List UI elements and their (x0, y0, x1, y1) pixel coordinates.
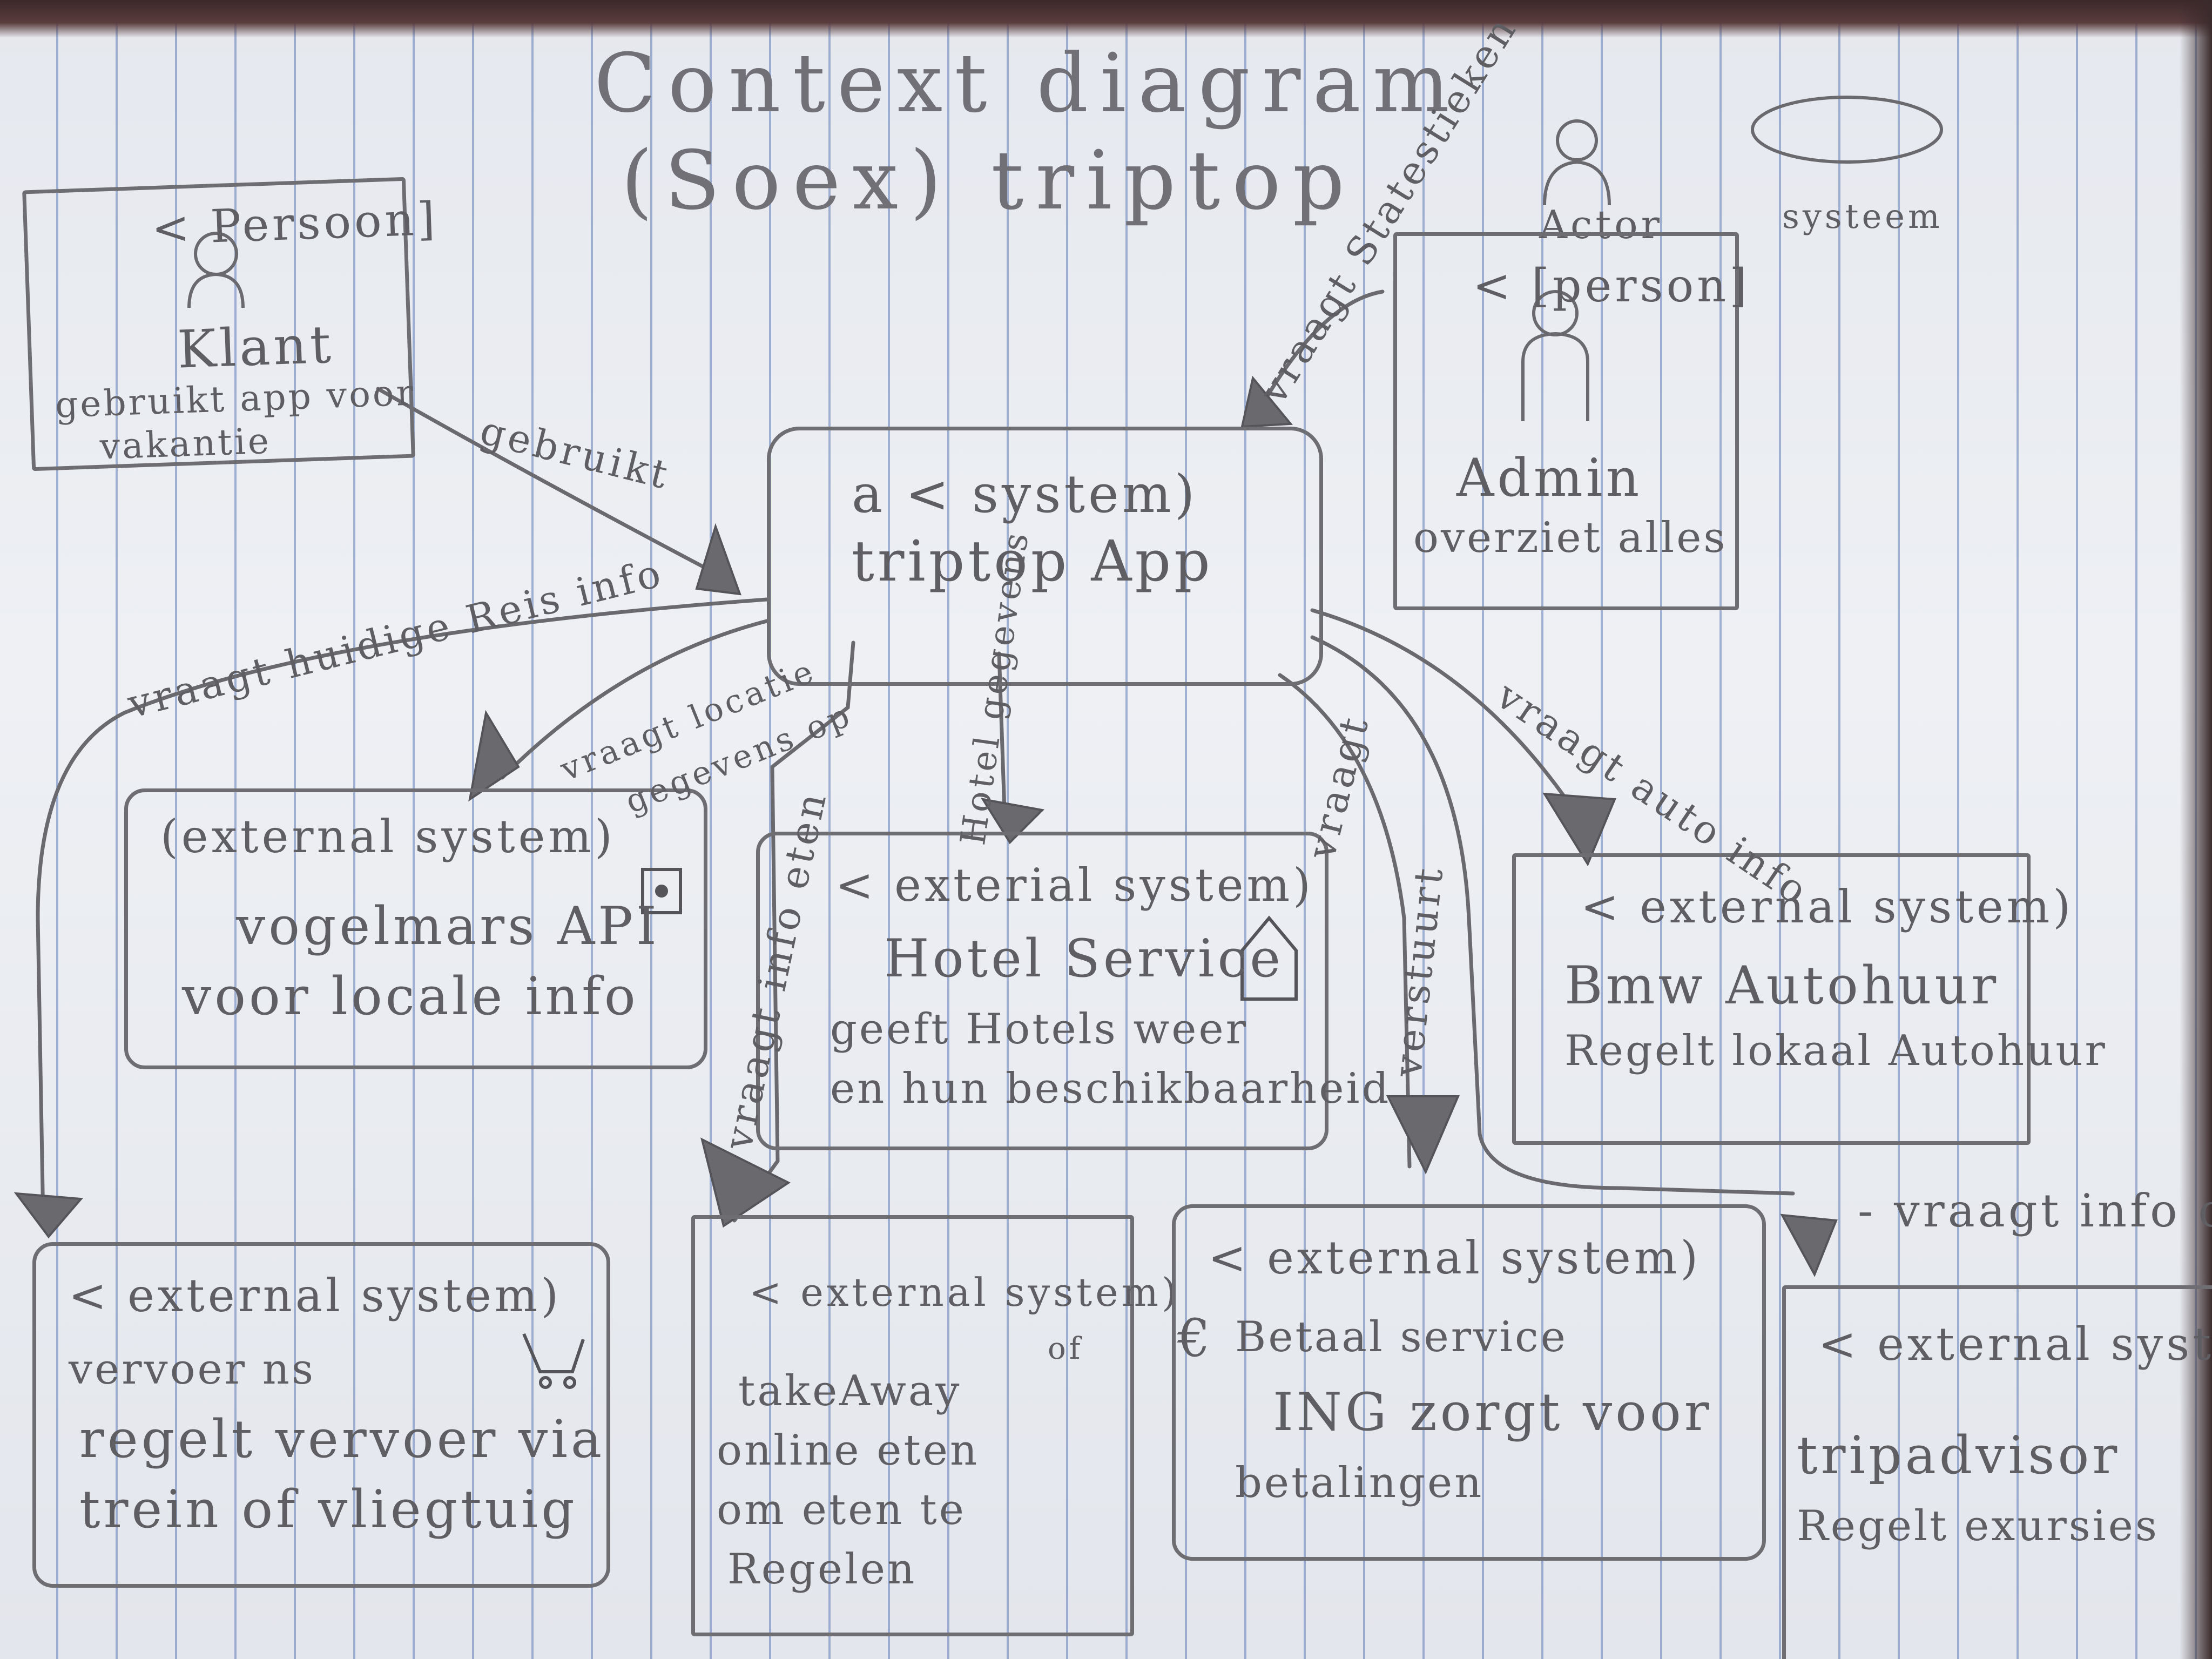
klant-stereotype: < Persoon] (151, 192, 439, 255)
vogelmars-stereotype: (external system) (160, 810, 616, 863)
takeaway-line-2: online eten (717, 1426, 980, 1475)
legend-system-ellipse (1751, 96, 1943, 164)
takeaway-line-4: Regelen (727, 1545, 917, 1594)
euro-symbol: € (1177, 1308, 1214, 1368)
arrowhead-gebruikt (695, 523, 741, 596)
arrowhead-reisinfo (14, 1192, 84, 1239)
admin-desc: overziet alles (1413, 514, 1728, 562)
klant-name: Klant (176, 314, 335, 380)
paper-right-edge (2180, 0, 2212, 1659)
paper-top-edge (0, 0, 2212, 38)
arrowhead-eten (700, 1137, 791, 1228)
betaal-stereotype: < external system) (1208, 1231, 1702, 1284)
klant-desc-1: gebruikt app voor (54, 372, 416, 426)
hotel-stereotype: < exterial system) (835, 859, 1314, 912)
takeaway-stereotype: < external system) (749, 1270, 1181, 1315)
tripadvisor-stereotype: < external system (1818, 1318, 2212, 1371)
takeaway-line-1: takeAway (738, 1367, 962, 1415)
betaal-line-3: betalingen (1235, 1459, 1484, 1507)
cart-icon (522, 1333, 585, 1373)
betaal-line-2: ING zorgt voor (1273, 1382, 1712, 1442)
legend-actor-label: Actor (1539, 202, 1663, 247)
klant-desc-2: vakantie (99, 420, 272, 468)
tripadvisor-line-1: tripadvisor (1797, 1425, 2121, 1486)
hotel-line-2: geeft Hotels weer (830, 1005, 1248, 1054)
edge-reisinfo-line (36, 597, 769, 1223)
legend-actor-body (1543, 160, 1611, 206)
ns-line-2: regelt vervoer via (79, 1409, 605, 1469)
ns-stereotype: < external system) (69, 1269, 562, 1322)
hotel-line-1: Hotel Service (884, 928, 1284, 989)
person-admin-box: < [person] Admin overziet alles (1393, 232, 1747, 610)
arrowhead-auto (1542, 792, 1616, 867)
edge-gebruikt-line (376, 387, 737, 585)
tripadvisor-line-2: Regelt exursies (1797, 1502, 2159, 1550)
external-betaal-box: < external system) Betaal service ING zo… (1172, 1204, 1766, 1561)
external-tripadvisor-box: < external system tripadvisor Regelt exu… (1782, 1285, 2212, 1659)
edge-label-infoop: - vraagt info op (1858, 1184, 2212, 1237)
edge-tripadvisor-line (1310, 635, 1795, 1196)
person-klant-box: < Persoon] Klant gebruikt app voor vakan… (22, 177, 439, 471)
edge-auto-line (1310, 608, 1590, 834)
external-hotel-box: < exterial system) Hotel Service geeft H… (756, 832, 1388, 1150)
ns-line-3: trein of vliegtuig (79, 1479, 578, 1540)
legend-system-label: systeem (1782, 197, 1943, 236)
phone-icon (641, 868, 682, 914)
edge-statistieken-line (1251, 289, 1385, 423)
legend-actor-head (1556, 119, 1598, 161)
external-autohuur-box: < external system) Bmw Autohuur Regelt l… (1512, 853, 2105, 1145)
admin-stereotype: < [person] (1473, 259, 1751, 312)
autohuur-line-2: Regelt lokaal Autohuur (1564, 1027, 2107, 1075)
ns-line-1: vervoer ns (69, 1345, 316, 1394)
edge-betaal-line (1278, 673, 1412, 1169)
hotel-line-3: en hun beschikbaarheid (830, 1064, 1391, 1113)
external-ns-box: < external system) vervoer ns regelt ver… (32, 1242, 610, 1588)
house-icon (1240, 915, 1298, 1001)
system-name: triptop App (852, 528, 1213, 594)
external-takeaway-box: < external system) takeAway online eten … (691, 1215, 1177, 1636)
edge-locatie-line (500, 619, 769, 780)
admin-person-body (1521, 332, 1589, 421)
takeaway-line-3: om eten te (717, 1486, 966, 1534)
vogelmars-line-1: vogelmars API (236, 896, 660, 956)
external-vogelmars-box: (external system) vogelmars API voor loc… (124, 788, 707, 1069)
system-stereotype: a < system) (852, 464, 1198, 524)
autohuur-line-1: Bmw Autohuur (1564, 955, 2000, 1016)
arrowhead-betaal (1386, 1095, 1460, 1175)
arrowhead-hotel (980, 798, 1045, 845)
arrowhead-tripadvisor (1780, 1213, 1838, 1277)
diagram-subtitle: (Soex) triptop (621, 134, 1357, 228)
edge-hotel-line (997, 651, 1007, 812)
vogelmars-line-2: voor locale info (182, 966, 639, 1027)
admin-name: Admin (1456, 448, 1643, 508)
arrowhead-locatie (468, 710, 520, 802)
of-symbol: of (1048, 1331, 1084, 1366)
diagram-title: Context diagram (594, 37, 1462, 131)
autohuur-stereotype: < external system) (1581, 880, 2074, 933)
arrowhead-statistieken (1240, 375, 1293, 428)
system-triptop-box: a < system) triptop App (767, 427, 1323, 686)
klant-person-body (187, 272, 245, 308)
betaal-line-1: Betaal service (1235, 1313, 1568, 1361)
